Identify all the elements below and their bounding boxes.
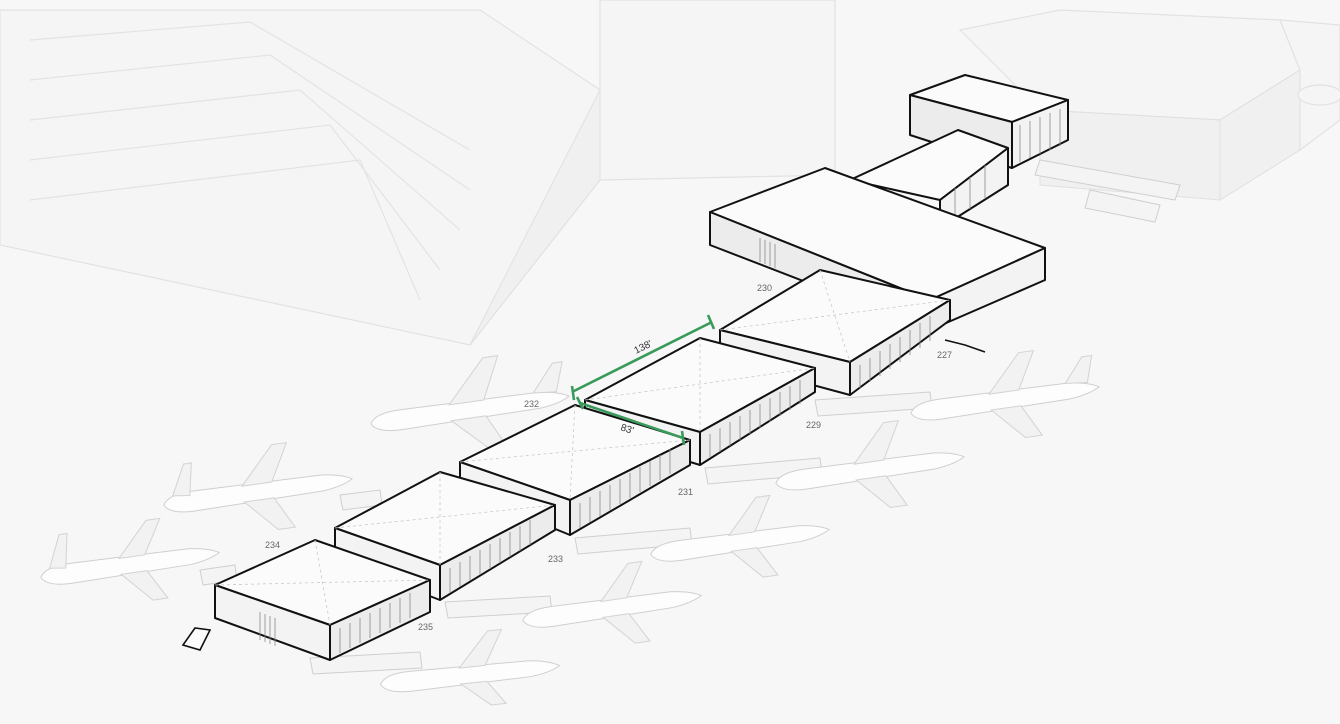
corridor bbox=[849, 129, 1009, 229]
dimension-width: 83' bbox=[575, 396, 686, 446]
airplane bbox=[522, 560, 703, 644]
dimension-width-label: 83' bbox=[619, 422, 635, 437]
gate-label-229: 229 bbox=[806, 420, 821, 430]
gate-label-232: 232 bbox=[524, 399, 539, 409]
gate-label-230: 230 bbox=[757, 283, 772, 293]
airplane bbox=[370, 355, 570, 451]
airplane bbox=[379, 628, 561, 706]
gate-label-234: 234 bbox=[265, 540, 280, 550]
airplane bbox=[775, 419, 966, 509]
gate-label-227: 227 bbox=[937, 350, 952, 360]
jet-bridges bbox=[199, 159, 1181, 675]
gate-labels: 230 227 232 229 231 234 233 235 bbox=[265, 283, 952, 632]
concourse-module bbox=[334, 471, 556, 601]
airplane bbox=[40, 517, 221, 601]
concourse-module-end bbox=[181, 539, 431, 661]
airplane bbox=[163, 441, 354, 531]
background-hangar bbox=[0, 0, 836, 346]
gate-label-231: 231 bbox=[678, 487, 693, 497]
airplane bbox=[910, 349, 1101, 439]
gate-label-235: 235 bbox=[418, 622, 433, 632]
background-main-terminal bbox=[958, 9, 1340, 201]
airplane bbox=[650, 494, 831, 578]
gate-label-233: 233 bbox=[548, 554, 563, 564]
aircraft bbox=[40, 349, 1101, 706]
